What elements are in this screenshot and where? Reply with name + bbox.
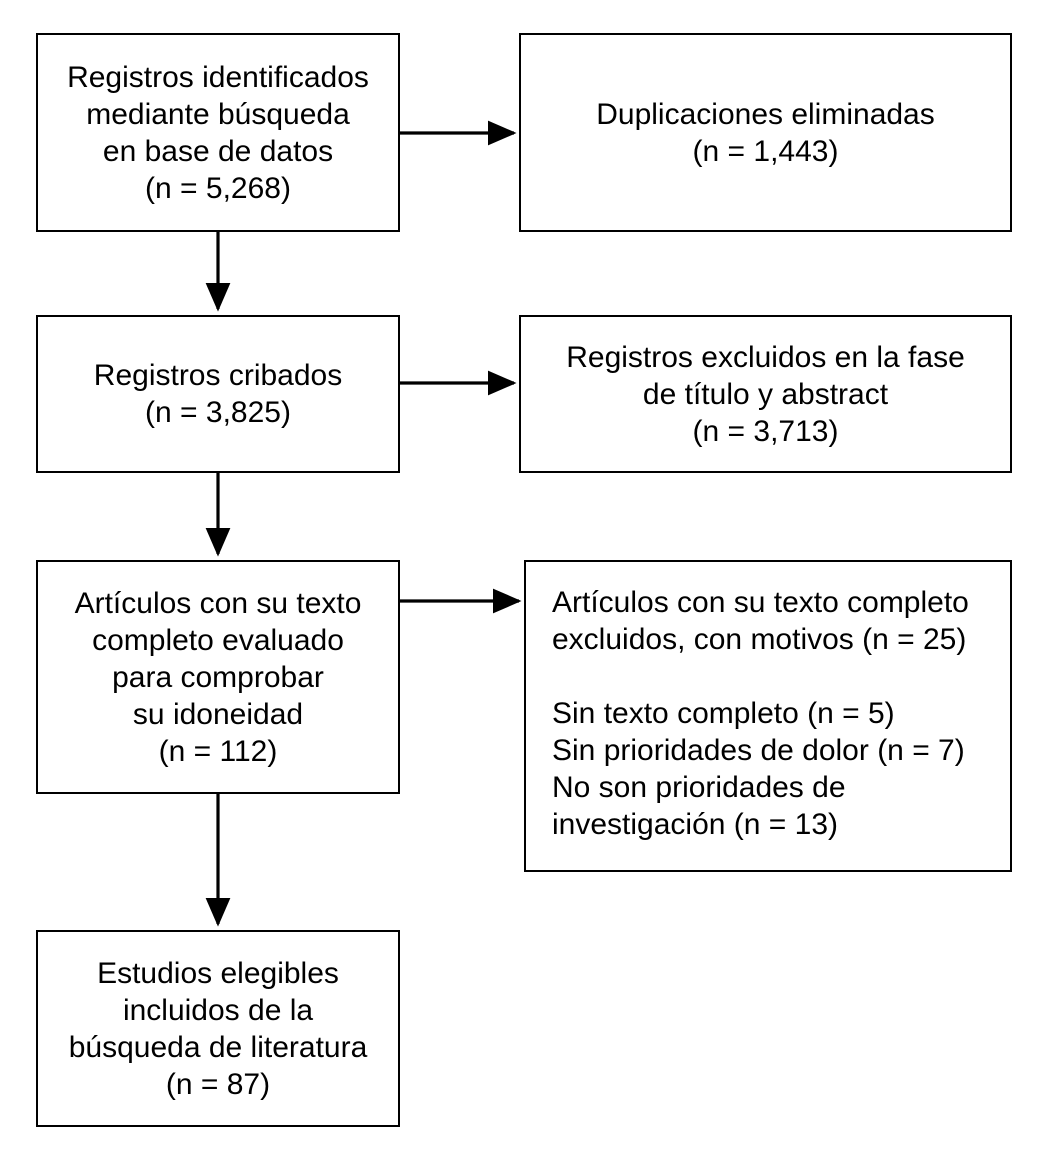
box-line: completo evaluado: [92, 623, 344, 657]
box-line-reason: No son prioridades de: [552, 771, 846, 804]
box-line-count: (n = 5,268): [145, 171, 291, 205]
box-line: incluidos de la: [122, 993, 314, 1027]
box-fulltext-assessed: Artículos con su texto completo evaluado…: [36, 560, 400, 794]
box-records-excluded-title-abstract: Registros excluidos en la fase de título…: [519, 315, 1012, 473]
box-line-reason: Sin prioridades de dolor (n = 7): [552, 734, 965, 767]
box-line: Registros cribados: [93, 359, 343, 392]
box-line-count: (n = 112): [158, 734, 278, 768]
box-line-count: (n = 3,713): [692, 414, 839, 448]
box-line-count: (n = 87): [165, 1067, 271, 1101]
box-line-reason: Sin texto completo (n = 5): [552, 697, 895, 730]
box-line: Registros identificados: [67, 60, 369, 94]
box-line-count: (n = 1,443): [692, 134, 839, 168]
box-line: búsqueda de literatura: [68, 1030, 368, 1064]
box-line: Artículos con su texto: [74, 586, 362, 620]
box-duplicates-removed: Duplicaciones eliminadas (n = 1,443): [519, 33, 1012, 232]
box-records-screened: Registros cribados (n = 3,825): [36, 315, 400, 473]
box-line: para comprobar: [112, 660, 324, 694]
box-line-count: excluidos, con motivos (n = 25): [552, 623, 967, 656]
box-line-spacer: [552, 658, 560, 695]
box-line: en base de datos: [102, 134, 334, 168]
box-line-reason: investigación (n = 13): [552, 808, 838, 841]
box-line: de título y abstract: [642, 377, 889, 411]
box-line-count: (n = 3,825): [145, 396, 291, 429]
box-line: Artículos con su texto completo: [552, 586, 969, 619]
box-line: Estudios elegibles: [97, 956, 339, 990]
box-line: mediante búsqueda: [86, 97, 350, 131]
box-line: su idoneidad: [132, 697, 304, 731]
box-line: Duplicaciones eliminadas: [596, 97, 935, 131]
box-studies-included: Estudios elegibles incluidos de la búsqu…: [36, 930, 400, 1127]
box-records-identified: Registros identificados mediante búsqued…: [36, 33, 400, 232]
box-fulltext-excluded-with-reasons: Artículos con su texto completo excluido…: [524, 560, 1012, 872]
box-line: Registros excluidos en la fase: [566, 340, 965, 374]
